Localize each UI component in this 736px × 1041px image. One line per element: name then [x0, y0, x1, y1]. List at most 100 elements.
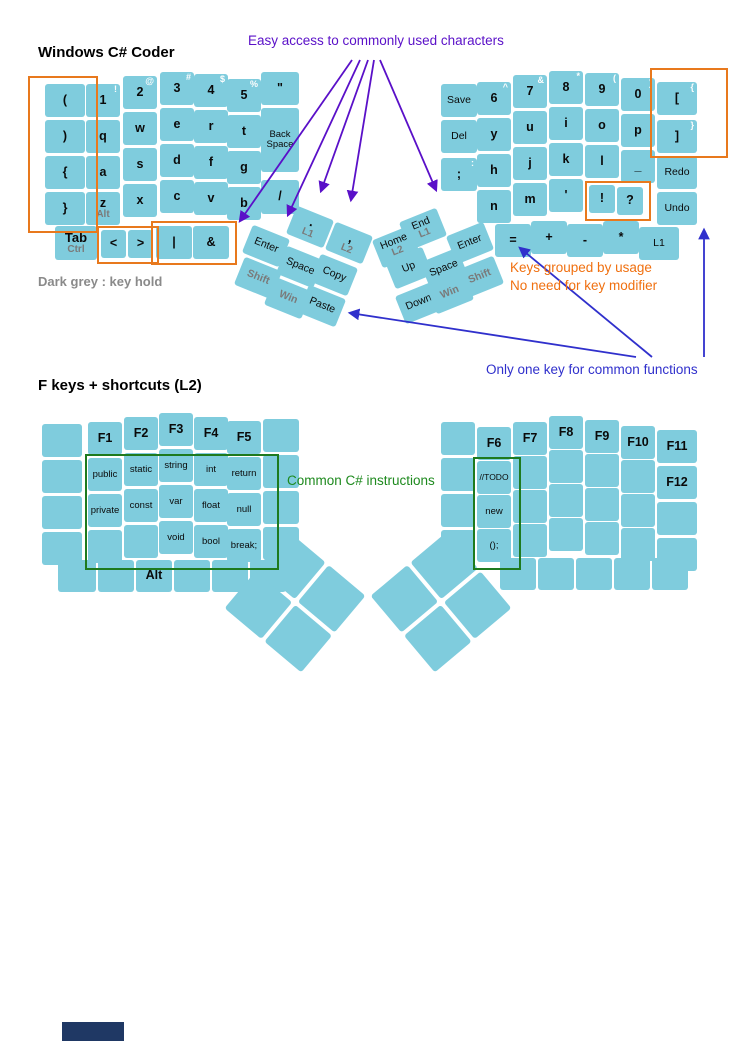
- key-label: e: [173, 116, 181, 131]
- key-blank: {: [45, 156, 85, 189]
- key-label: _: [634, 158, 642, 173]
- key-blank: ();: [477, 529, 511, 562]
- key-blank: +: [531, 221, 567, 254]
- key-4: $4: [194, 74, 228, 107]
- key-shift-label: ^: [502, 82, 508, 92]
- key-f5: F5: [227, 421, 261, 454]
- key-o: o: [585, 109, 619, 142]
- key-f6: F6: [477, 427, 511, 460]
- key-blank: /: [261, 180, 299, 214]
- key-f3: F3: [159, 413, 193, 446]
- key-f2: F2: [124, 417, 158, 450]
- key-hold-label: L1: [417, 226, 433, 241]
- key-y: y: [477, 118, 511, 151]
- key-label: break;: [230, 539, 258, 551]
- key-label: 9: [598, 81, 606, 96]
- key-shift-label: @: [145, 76, 154, 86]
- key-shift-label: %: [249, 79, 258, 89]
- key-label: d: [173, 152, 181, 167]
- key-hold-label: Alt: [96, 208, 110, 220]
- key-w: w: [123, 112, 157, 145]
- key-blank: [513, 490, 547, 523]
- key-blank: [263, 491, 299, 524]
- key-label: F6: [486, 435, 502, 450]
- key-h: h: [477, 154, 511, 187]
- key-blank: [42, 424, 82, 457]
- key-f: f: [194, 146, 228, 179]
- key-hold-label: L1: [300, 225, 316, 240]
- key-label: 8: [562, 79, 570, 94]
- key-label: L1: [653, 236, 665, 249]
- key-label: null: [236, 503, 252, 515]
- key-null: null: [227, 493, 261, 526]
- key-label: 3: [173, 80, 181, 95]
- key-shift-label: }: [690, 120, 694, 130]
- key-blank: }: [45, 192, 85, 225]
- key-g: g: [227, 151, 261, 184]
- key-label: p: [634, 122, 642, 137]
- key-l: l: [585, 145, 619, 178]
- key-label: Redo: [664, 165, 690, 178]
- key-redo: Redo: [657, 156, 697, 189]
- highlight-cs-instructions-right: [473, 457, 521, 570]
- key-label: ;: [456, 166, 462, 181]
- key-blank: [513, 524, 547, 557]
- key-undo: Undo: [657, 192, 697, 225]
- key-shift-label: (: [613, 73, 616, 83]
- key-label: i: [564, 115, 568, 130]
- key-blank: *: [603, 221, 639, 254]
- key-blank: [652, 558, 688, 590]
- key-todo: //TODO: [477, 461, 511, 494]
- key-f12: F12: [657, 466, 697, 499]
- key-l1: L1: [639, 227, 679, 260]
- key-a: a: [86, 156, 120, 189]
- key-label: Undo: [664, 201, 690, 214]
- key-label: c: [173, 188, 181, 203]
- key-blank: ): [45, 120, 85, 153]
- key-del: Del: [441, 120, 477, 153]
- key-3: #3: [160, 72, 194, 105]
- key-label: Shift: [466, 266, 493, 287]
- highlight-cs-instructions-left: [85, 454, 279, 570]
- key-blank: [88, 530, 122, 563]
- key-5: %5: [227, 79, 261, 112]
- key-7: &7: [513, 75, 547, 108]
- key-blank: [549, 484, 583, 517]
- key-label: int: [205, 463, 217, 475]
- key-blank: [58, 560, 96, 592]
- key-v: v: [194, 182, 228, 215]
- key-back-space: Back Space: [261, 108, 299, 172]
- key-blank: ?: [617, 187, 643, 215]
- highlight-pipe-amp-keys: [151, 221, 237, 265]
- key-label: 7: [526, 83, 534, 98]
- key-blank: [621, 460, 655, 493]
- key-label: //TODO: [479, 472, 509, 483]
- key-blank: !: [589, 185, 615, 213]
- key-label: g: [240, 159, 248, 174]
- key-label: &: [206, 234, 216, 249]
- key-label: F10: [627, 434, 649, 449]
- key-shift-label: &: [537, 75, 545, 85]
- key-label: w: [135, 120, 145, 135]
- key-label: z: [99, 195, 107, 210]
- key-blank: [657, 502, 697, 535]
- key-hold-label: Ctrl: [67, 243, 85, 255]
- key-break: break;: [227, 529, 261, 562]
- key-label: q: [99, 128, 107, 143]
- key-label: F5: [236, 429, 252, 444]
- key-f7: F7: [513, 422, 547, 455]
- key-alt: Alt: [136, 560, 172, 592]
- key-label: f: [208, 154, 214, 169]
- key-label: 6: [490, 90, 498, 105]
- key-f9: F9: [585, 420, 619, 453]
- key-label: t: [241, 123, 247, 138]
- key-shift-label: $: [219, 74, 225, 84]
- key-blank: [98, 560, 134, 592]
- key-blank: [42, 460, 82, 493]
- key-label: (: [62, 92, 68, 107]
- key-label: h: [490, 162, 498, 177]
- key-label: k: [562, 151, 570, 166]
